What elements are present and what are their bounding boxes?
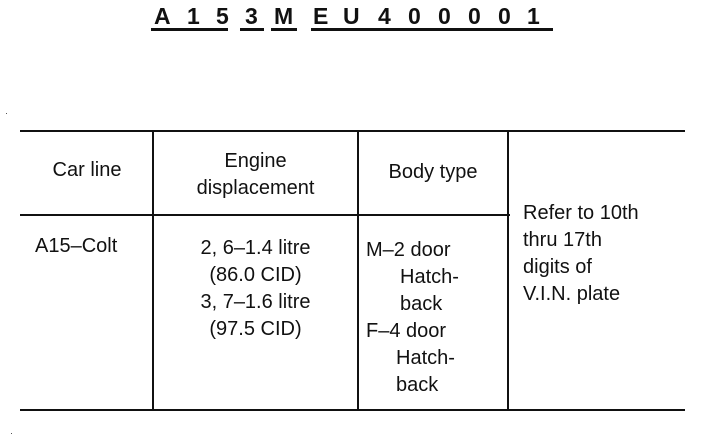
cell-body-type: M–2 door Hatch- back F–4 door Hatch- bac…: [366, 237, 506, 399]
cell-engine-displacement: 2, 6–1.4 litre (86.0 CID) 3, 7–1.6 litre…: [154, 235, 357, 343]
vin-code: A 1 5 3 M E U 4 0 0 0 0 1: [0, 0, 704, 40]
header-divider-rule: [20, 214, 510, 216]
body-line: M–2 door: [366, 239, 451, 261]
code-char-13: 1: [527, 3, 540, 29]
code-char-10: 0: [438, 3, 451, 29]
note-line: Refer to 10th: [523, 202, 639, 224]
header-engine-line1: Engine: [224, 150, 287, 172]
code-char-1: A: [154, 3, 171, 29]
header-body-type: Body type: [388, 161, 478, 183]
cell-note: Refer to 10th thru 17th digits of V.I.N.…: [523, 200, 688, 308]
underline-serial: [311, 28, 553, 31]
body-line: Hatch-: [400, 266, 459, 288]
code-char-6: E: [313, 3, 329, 29]
code-char-7: U: [343, 3, 360, 29]
body-line: back: [400, 293, 443, 315]
cell-car-line: A15–Colt: [35, 235, 118, 257]
header-engine-displacement: Engine displacement: [154, 148, 357, 202]
note-line: V.I.N. plate: [523, 283, 621, 305]
column-divider-1: [152, 131, 154, 409]
column-divider-3: [507, 131, 509, 409]
body-line: back: [396, 374, 439, 396]
header-car-line: Car line: [52, 159, 122, 181]
engine-line: (86.0 CID): [209, 264, 302, 286]
code-char-11: 0: [468, 3, 481, 29]
underline-body: [271, 28, 297, 31]
scan-dot: [6, 113, 7, 114]
note-line: thru 17th: [523, 229, 602, 251]
code-char-12: 0: [498, 3, 511, 29]
code-char-5: M: [274, 3, 294, 29]
note-line: digits of: [523, 256, 592, 278]
table-top-rule: [20, 130, 685, 132]
engine-line: 3, 7–1.6 litre: [200, 291, 311, 313]
column-divider-2: [357, 131, 359, 409]
engine-line: 2, 6–1.4 litre: [200, 237, 311, 259]
code-char-3: 5: [216, 3, 229, 29]
body-line: Hatch-: [396, 347, 455, 369]
underline-car-line: [151, 28, 228, 31]
code-char-2: 1: [187, 3, 200, 29]
code-char-8: 4: [378, 3, 391, 29]
table-bottom-rule: [20, 409, 685, 411]
scan-dot: [11, 433, 12, 434]
header-engine-line2: displacement: [196, 177, 315, 199]
engine-line: (97.5 CID): [209, 318, 302, 340]
underline-engine: [240, 28, 264, 31]
code-char-9: 0: [408, 3, 421, 29]
body-line: F–4 door: [366, 320, 447, 342]
code-char-4: 3: [245, 3, 258, 29]
